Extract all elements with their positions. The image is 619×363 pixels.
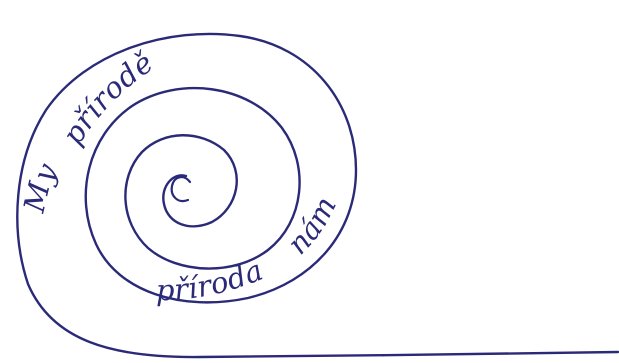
spiral-center-curl [172, 177, 190, 201]
label-prirode: přírodě [55, 45, 159, 151]
label-priroda: příroda [156, 253, 268, 308]
label-prirode-text: přírodě [55, 45, 159, 151]
label-priroda-text: příroda [156, 253, 268, 308]
